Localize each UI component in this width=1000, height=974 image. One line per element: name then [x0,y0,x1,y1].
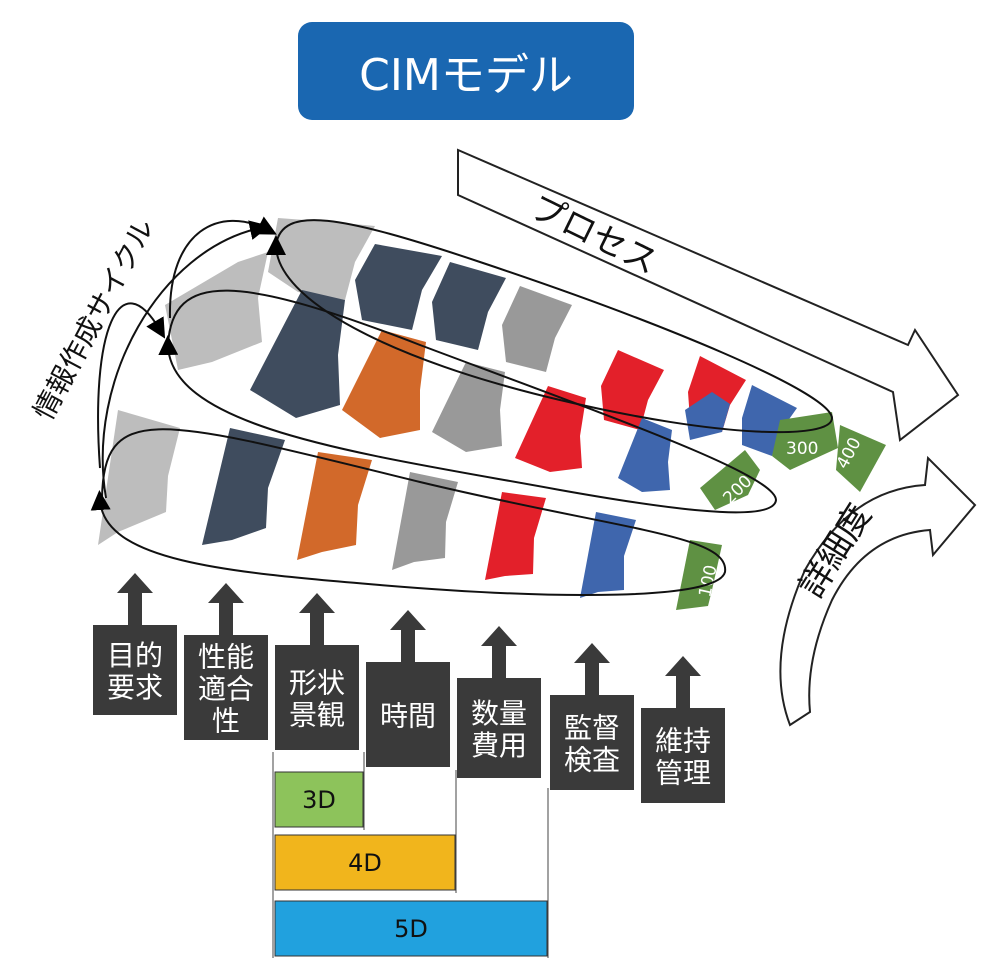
lod-label-300: 300 [786,439,818,459]
dim-3d-label: 3D [302,786,336,814]
cycle-outer-arrow [101,220,270,499]
stage-chevron [515,386,586,472]
stage-chevron [392,472,458,570]
stage-label: 性能 [198,641,254,674]
stage-label: 時間 [380,700,436,733]
stage-chevron [297,452,372,560]
stage-chevron [202,428,285,545]
cycle-label: 情報作成サイクル [27,213,161,425]
stage-chevron [165,252,268,370]
stage-chevron [432,262,506,350]
stage-label: 形状 [289,667,345,700]
dim-3d-box [274,771,364,828]
stage-chevron [355,244,442,330]
stage-box [275,645,359,750]
stage-chevron [580,512,636,598]
stage-label: 管理 [655,757,711,790]
stage-label: 費用 [471,729,527,762]
stage-label: 監督 [564,712,620,745]
process-arrow [457,148,960,442]
stage-up-arrow [208,583,244,635]
diagram-title: CIMモデル [359,50,573,101]
stage-chevron [485,492,546,580]
stage-box [550,695,634,790]
stage-up-arrow [481,626,517,678]
stage-label: 適合 [198,673,254,706]
dim-5d-label: 5D [394,915,428,943]
stage-chevron [618,418,672,492]
stage-up-arrow [299,593,335,645]
detail-arrow [779,455,977,727]
stage-label: 検査 [564,744,620,777]
cycle-connector [97,302,166,469]
lod-tag [700,450,760,510]
stage-chevron [250,290,345,418]
stage-box [366,662,450,767]
dim-4d-label: 4D [348,849,382,877]
stage-label: 数量 [471,697,527,730]
stage-label: 要求 [107,671,163,704]
stage-chevron [742,385,797,456]
cycle-loop [158,289,778,514]
stage-box [184,635,268,740]
title-banner: CIMモデル [298,22,634,120]
cycle-loop [90,428,727,596]
stage-up-arrow [390,610,426,662]
stage-label: 目的 [107,639,163,672]
stage-chevron [601,350,664,430]
stage-chevron [432,362,505,452]
stage-label: 維持 [655,725,711,758]
stage-up-arrow [117,573,153,625]
stage-chevron [502,286,572,372]
stage-label: 性 [212,705,240,738]
stage-box [93,625,177,715]
stage-chevron [342,330,426,438]
stage-up-arrow [665,656,701,708]
lod-tag [676,540,722,610]
dim-5d-box [274,900,548,957]
lod-tag [836,425,886,492]
dim-4d-box [274,834,456,891]
stage-label: 景観 [289,699,345,732]
stage-up-arrow [574,643,610,695]
cycle-loop [266,219,834,434]
stage-chevron [268,218,375,300]
stage-box [641,708,725,803]
stage-box [457,678,541,778]
